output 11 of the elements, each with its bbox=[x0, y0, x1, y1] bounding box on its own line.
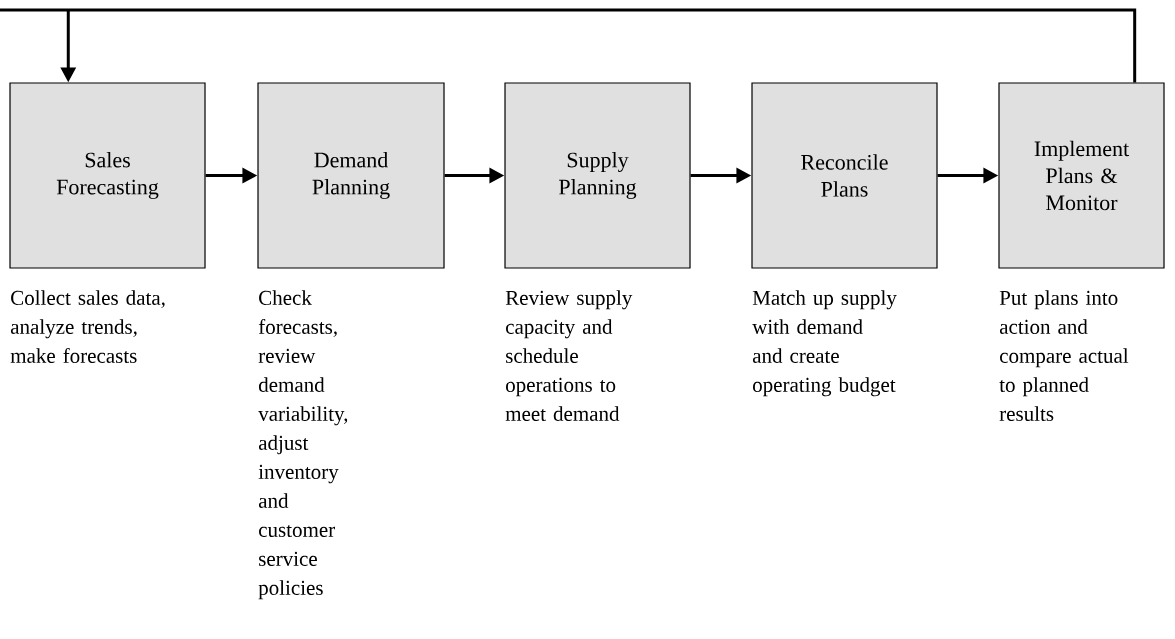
process-box: Demand Planning bbox=[257, 82, 445, 269]
arrow bbox=[0, 8, 1137, 83]
process-box: Sales Forecasting bbox=[9, 82, 206, 269]
description-text: Check forecasts, review demand variability, adjust inventory and customer service policies bbox=[258, 290, 348, 600]
process-box: Supply Planning bbox=[504, 82, 691, 269]
description-text: Put plans into action and compare actual to planned results bbox=[999, 290, 1129, 421]
description-text: Collect sales data, analyze trends, make forecasts bbox=[10, 290, 165, 363]
description-text: Match up supply with demand and create operating budget bbox=[752, 290, 897, 397]
process-box: Implement Plans & Monitor bbox=[998, 82, 1165, 269]
description-text: Review supply capacity and schedule operations to meet demand bbox=[505, 290, 633, 421]
process-box: Reconcile Plans bbox=[751, 82, 938, 269]
